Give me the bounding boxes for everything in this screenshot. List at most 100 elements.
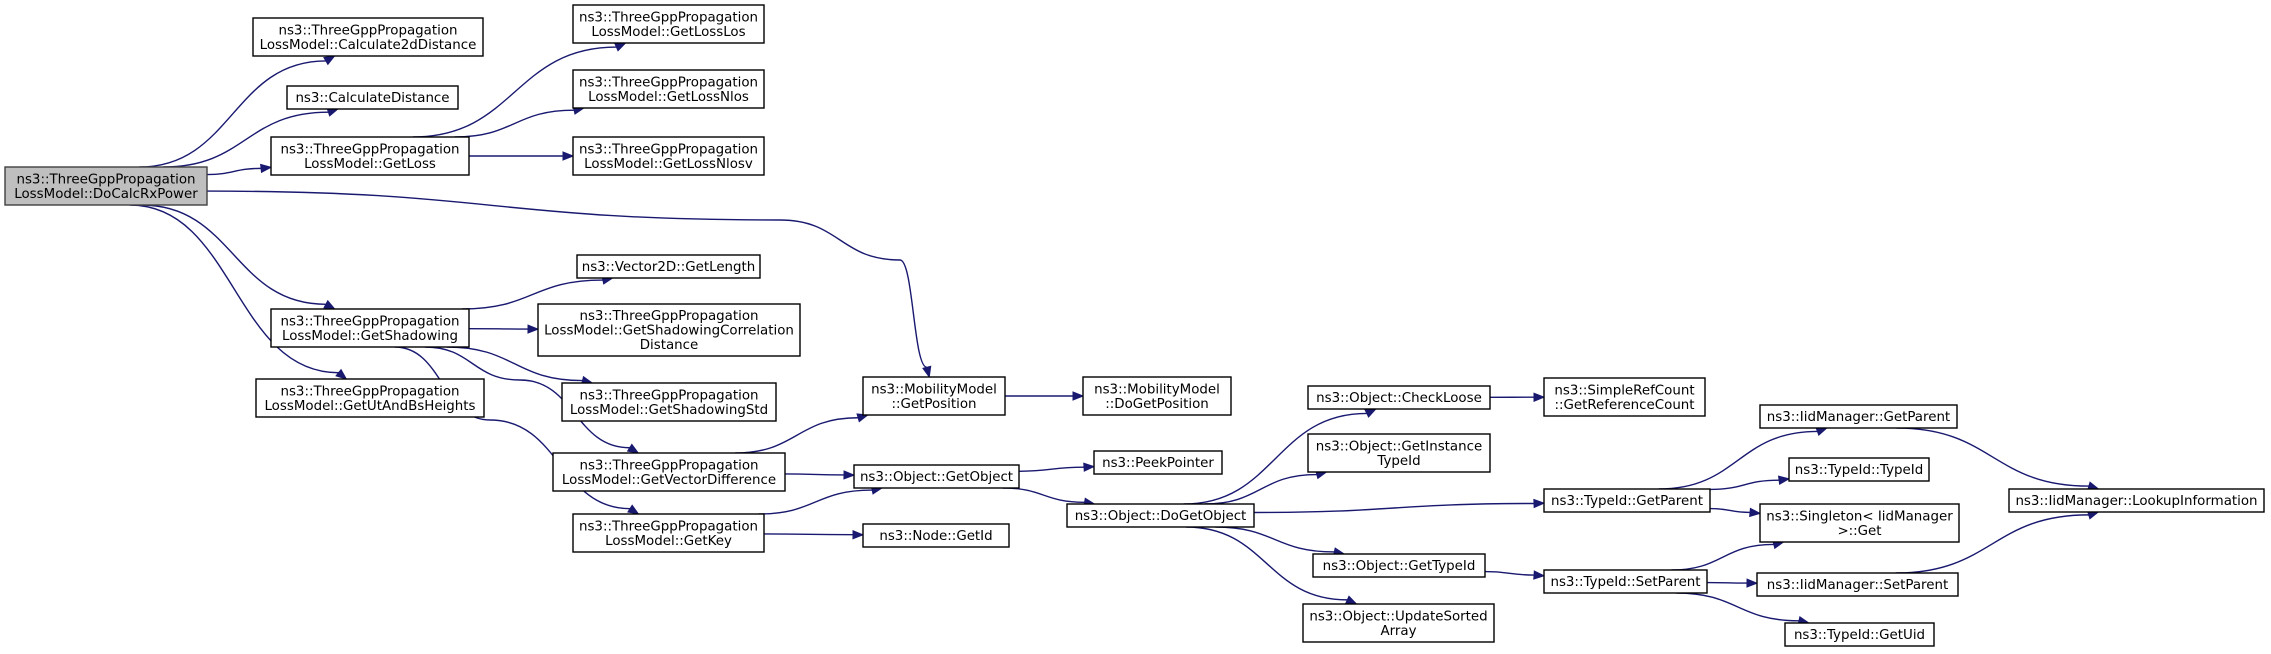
node-threegpppropagationlossmodel-getutandbsheights[interactable]: ns3::ThreeGppPropagationLossModel::GetUt… bbox=[255, 378, 485, 418]
edge-getloss-to-lossnlos bbox=[454, 105, 586, 138]
node-label: ns3::ThreeGppPropagation bbox=[579, 519, 758, 534]
node-label: ns3::TypeId::TypeId bbox=[1795, 463, 1923, 478]
node-label: ns3::TypeId::SetParent bbox=[1550, 575, 1700, 590]
node-label: ns3::ThreeGppPropagation bbox=[579, 388, 758, 403]
node-label: LossModel::GetLoss bbox=[304, 157, 436, 172]
node-threegpppropagationlossmodel-getloss[interactable]: ns3::ThreeGppPropagationLossModel::GetLo… bbox=[270, 136, 470, 176]
node-box bbox=[552, 452, 786, 492]
node-box bbox=[572, 136, 765, 176]
node-calculatedistance[interactable]: ns3::CalculateDistance bbox=[286, 85, 459, 110]
node-iidmanager-lookupinformation[interactable]: ns3::IidManager::LookupInformation bbox=[2008, 488, 2265, 513]
edge-getloss-to-lossnlosv bbox=[468, 151, 575, 161]
edge-root-to-getshadow bbox=[141, 204, 336, 310]
node-label: ns3::CalculateDistance bbox=[295, 91, 449, 106]
node-label: ns3::ThreeGppPropagation bbox=[579, 75, 758, 90]
node-label: Distance bbox=[640, 338, 699, 353]
node-label: ns3::Object::DoGetObject bbox=[1075, 509, 1247, 524]
node-box bbox=[572, 513, 765, 553]
node-label: ns3::ThreeGppPropagation bbox=[280, 314, 459, 329]
node-label: ::DoGetPosition bbox=[1105, 397, 1209, 412]
node-threegpppropagationlossmodel-getkey[interactable]: ns3::ThreeGppPropagationLossModel::GetKe… bbox=[572, 513, 765, 553]
node-label: LossModel::GetShadowingCorrelation bbox=[544, 324, 794, 339]
node-object-gettypeid[interactable]: ns3::Object::GetTypeId bbox=[1312, 553, 1486, 578]
node-label: ns3::TypeId::GetUid bbox=[1794, 628, 1925, 643]
node-threegpppropagationlossmodel-getlossnlos[interactable]: ns3::ThreeGppPropagationLossModel::GetLo… bbox=[572, 69, 765, 109]
node-box bbox=[862, 376, 1006, 416]
node-threegpppropagationlossmodel-getshadowingcorrelationdistance[interactable]: ns3::ThreeGppPropagationLossModel::GetSh… bbox=[537, 303, 801, 357]
node-threegpppropagationlossmodel-getshadowingstd[interactable]: ns3::ThreeGppPropagationLossModel::GetSh… bbox=[561, 382, 777, 422]
node-label: ::GetReferenceCount bbox=[1554, 398, 1694, 413]
edge-checkloose-to-refcount bbox=[1489, 392, 1546, 402]
node-label: ns3::ThreeGppPropagation bbox=[16, 172, 195, 187]
node-box bbox=[1312, 553, 1486, 578]
node-threegpppropagationlossmodel-calculate2ddistance[interactable]: ns3::ThreeGppPropagationLossModel::Calcu… bbox=[252, 17, 484, 57]
node-box bbox=[252, 17, 484, 57]
node-threegpppropagationlossmodel-getshadowing[interactable]: ns3::ThreeGppPropagationLossModel::GetSh… bbox=[270, 308, 470, 348]
node-threegpppropagationlossmodel-getlossnlosv[interactable]: ns3::ThreeGppPropagationLossModel::GetLo… bbox=[572, 136, 765, 176]
node-simplerefcount-getreferencecount[interactable]: ns3::SimpleRefCount::GetReferenceCount bbox=[1543, 377, 1706, 417]
node-threegpppropagationlossmodel-getvectordifference[interactable]: ns3::ThreeGppPropagationLossModel::GetVe… bbox=[552, 452, 786, 492]
edge-root-to-calc2d bbox=[139, 55, 336, 168]
node-label: Array bbox=[1380, 624, 1416, 639]
edge-dogetobj-to-objtypeid bbox=[1215, 526, 1346, 557]
edge-getshadow-to-vecdiff bbox=[424, 346, 640, 454]
node-iidmanager-getparent[interactable]: ns3::IidManager::GetParent bbox=[1759, 404, 1958, 429]
node-box bbox=[255, 378, 485, 418]
node-label: ns3::ThreeGppPropagation bbox=[579, 142, 758, 157]
node-label: ::GetPosition bbox=[891, 397, 976, 412]
node-mobilitymodel-getposition[interactable]: ns3::MobilityModel::GetPosition bbox=[862, 376, 1006, 416]
node-label: ns3::IidManager::GetParent bbox=[1767, 410, 1950, 425]
node-typeid-setparent[interactable]: ns3::TypeId::SetParent bbox=[1543, 569, 1708, 594]
edge-tgetparent-to-iidgetparent bbox=[1658, 427, 1829, 490]
node-object-getobject[interactable]: ns3::Object::GetObject bbox=[853, 464, 1020, 489]
node-vector2d-getlength[interactable]: ns3::Vector2D::GetLength bbox=[576, 254, 761, 279]
node-node-getid[interactable]: ns3::Node::GetId bbox=[862, 523, 1010, 548]
edge-root-to-getloss bbox=[206, 163, 273, 176]
node-peekpointer[interactable]: ns3::PeekPointer bbox=[1093, 450, 1223, 475]
node-label: ns3::Object::GetTypeId bbox=[1323, 559, 1476, 574]
node-object-checkloose[interactable]: ns3::Object::CheckLoose bbox=[1307, 385, 1491, 410]
node-box bbox=[572, 4, 765, 44]
edge-getkey-to-nodeid bbox=[763, 529, 865, 540]
node-label: ns3::ThreeGppPropagation bbox=[280, 384, 459, 399]
node-typeid-getuid[interactable]: ns3::TypeId::GetUid bbox=[1784, 622, 1935, 647]
node-label: LossModel::GetShadowing bbox=[282, 329, 458, 344]
node-label: LossModel::DoCalcRxPower bbox=[14, 187, 198, 202]
node-threegpppropagationlossmodel-getlosslos[interactable]: ns3::ThreeGppPropagationLossModel::GetLo… bbox=[572, 4, 765, 44]
node-box bbox=[1082, 376, 1232, 416]
call-graph-nodes: ns3::ThreeGppPropagationLossModel::DoCal… bbox=[4, 4, 2265, 647]
node-label: ns3::Object::GetObject bbox=[860, 470, 1013, 485]
node-singleton-iidmanager-get[interactable]: ns3::Singleton< IidManager >::Get bbox=[1759, 503, 1960, 543]
node-object-dogetobject[interactable]: ns3::Object::DoGetObject bbox=[1066, 503, 1255, 528]
edge-dogetobj-to-instid bbox=[1204, 470, 1328, 505]
node-box bbox=[1307, 433, 1491, 473]
node-typeid-typeid[interactable]: ns3::TypeId::TypeId bbox=[1788, 457, 1930, 482]
node-label: ns3::Node::GetId bbox=[879, 529, 992, 544]
node-box bbox=[862, 523, 1010, 548]
edge-getshadow-to-shcorr bbox=[468, 324, 540, 334]
node-threegpppropagationlossmodel-docalcrxpower[interactable]: ns3::ThreeGppPropagationLossModel::DoCal… bbox=[4, 166, 208, 206]
node-label: LossModel::GetKey bbox=[605, 534, 732, 549]
node-box bbox=[561, 382, 777, 422]
node-box bbox=[270, 308, 470, 348]
node-box bbox=[576, 254, 761, 279]
node-box bbox=[1307, 385, 1491, 410]
node-label: LossModel::GetLossNlosv bbox=[584, 157, 753, 172]
node-box bbox=[853, 464, 1020, 489]
node-typeid-getparent[interactable]: ns3::TypeId::GetParent bbox=[1543, 488, 1711, 513]
node-box bbox=[1066, 503, 1255, 528]
node-box bbox=[270, 136, 470, 176]
node-box bbox=[1543, 377, 1706, 417]
edge-tgetparent-to-typeidctor bbox=[1709, 475, 1791, 491]
node-box bbox=[1759, 404, 1958, 429]
node-iidmanager-setparent[interactable]: ns3::IidManager::SetParent bbox=[1756, 572, 1959, 597]
node-box bbox=[1543, 569, 1708, 594]
node-box bbox=[1784, 622, 1935, 647]
node-box bbox=[537, 303, 801, 357]
node-box bbox=[1543, 488, 1711, 513]
node-mobilitymodel-dogetposition[interactable]: ns3::MobilityModel::DoGetPosition bbox=[1082, 376, 1232, 416]
edge-root-to-mobpos bbox=[206, 190, 932, 379]
